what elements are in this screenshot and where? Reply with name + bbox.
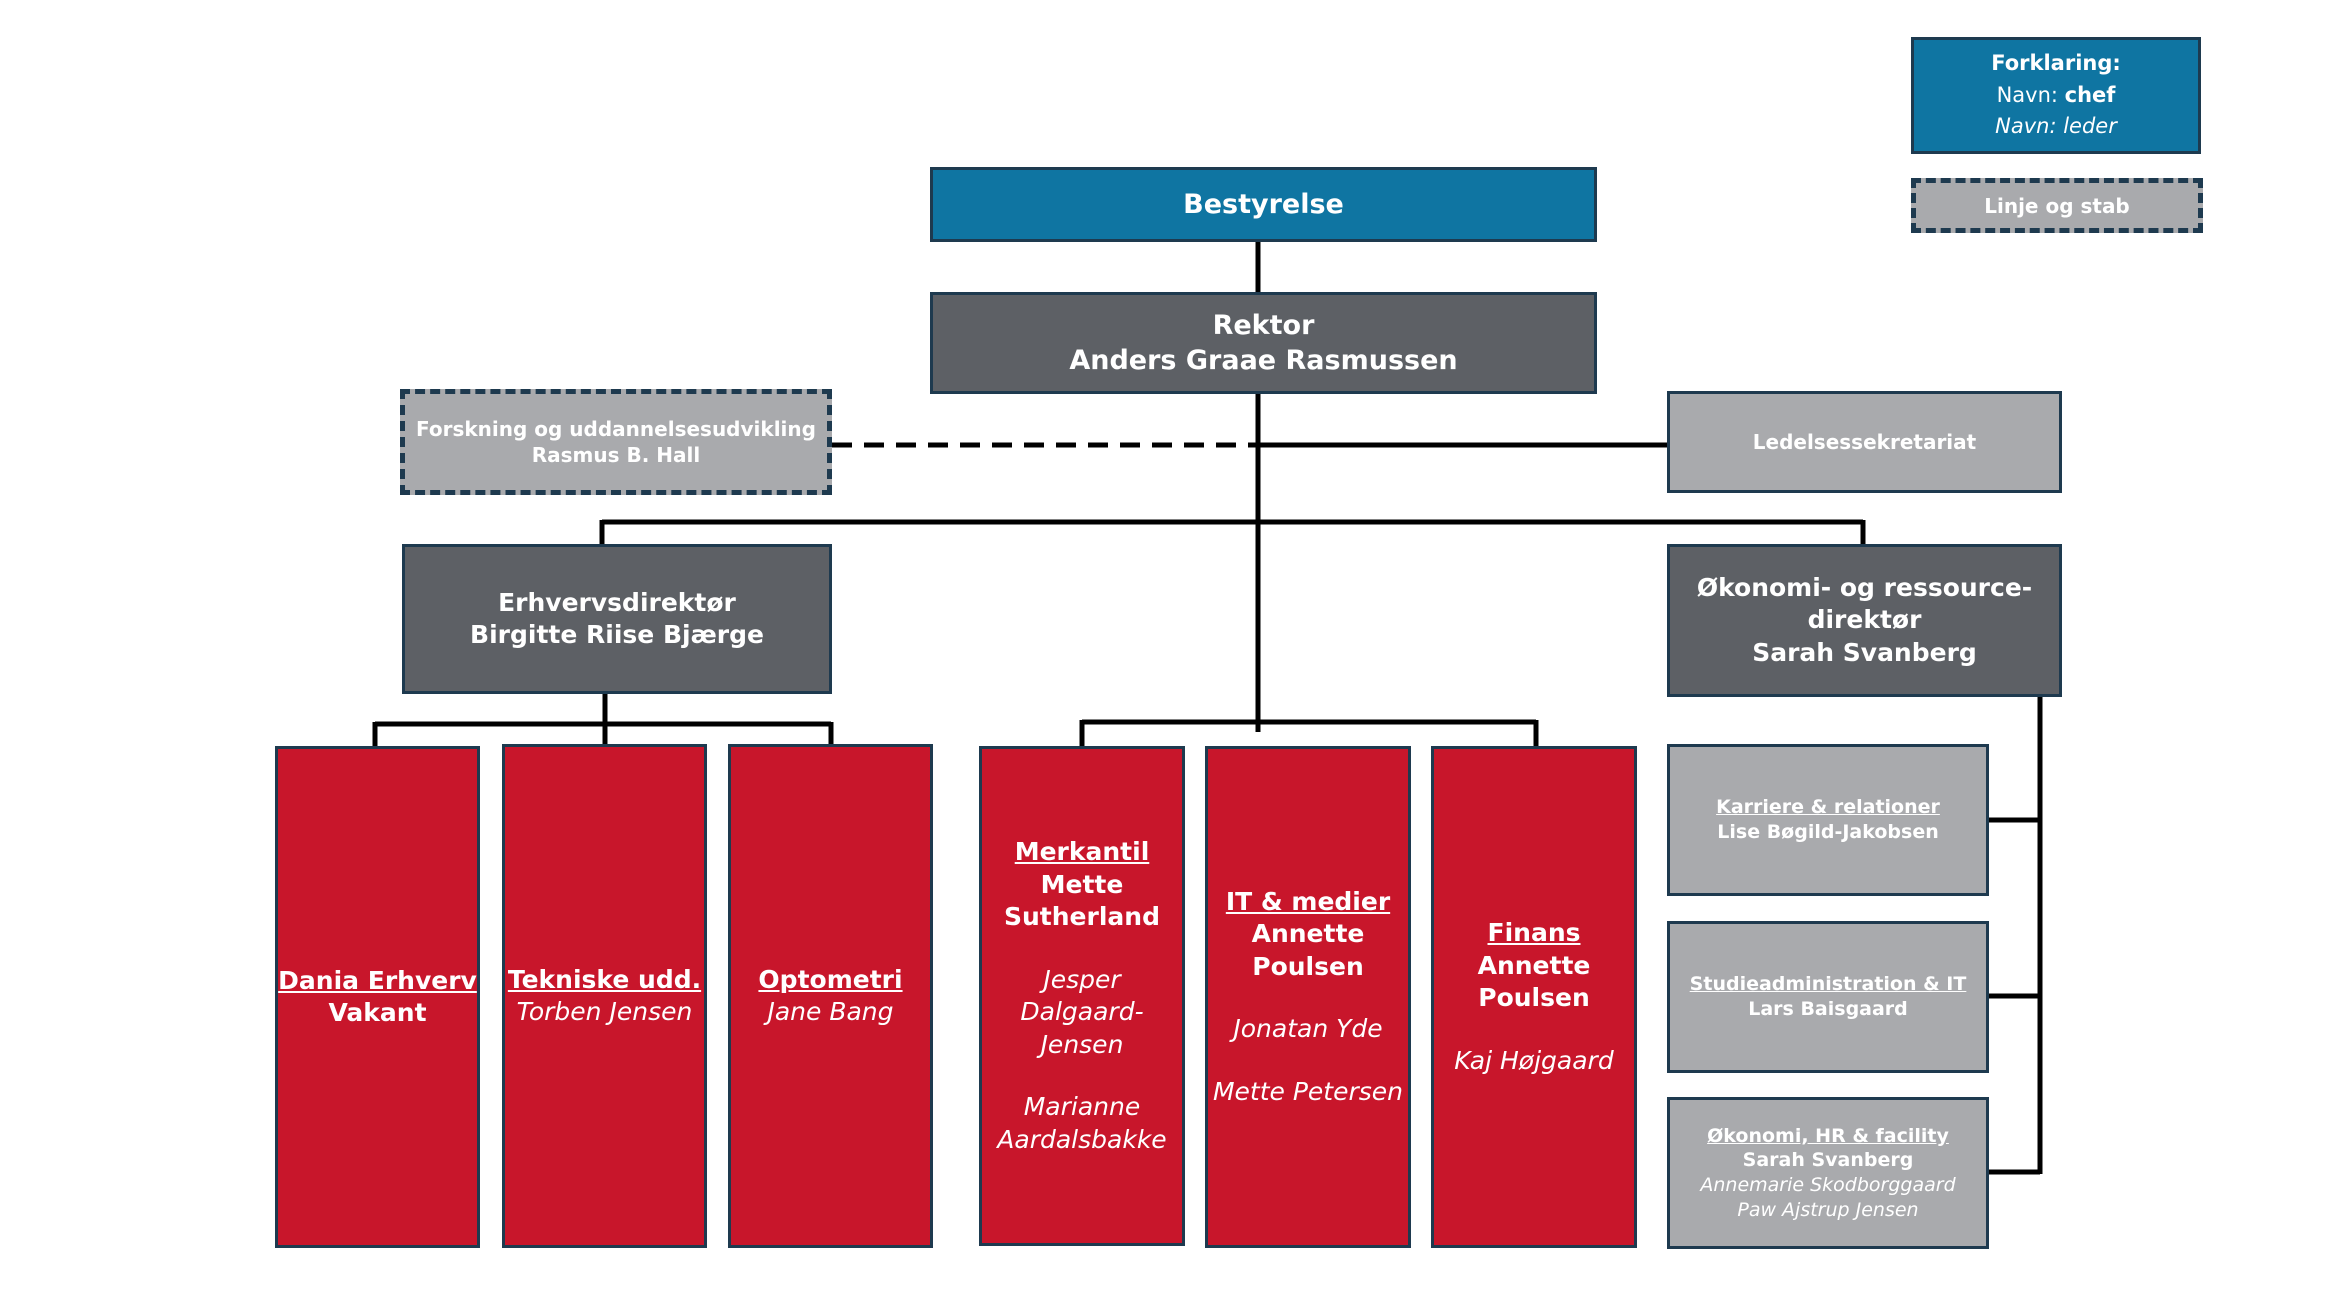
staff-unit-title: Karriere & relationer xyxy=(1716,796,1940,819)
unit-title: Tekniske udd. xyxy=(507,964,702,994)
staff-unit-title: Økonomi, HR & facility xyxy=(1707,1124,1949,1147)
unit-finans: Finans Annette Poulsen Kaj Højgaard xyxy=(1431,746,1637,1248)
secretariat-title: Ledelsessekretariat xyxy=(1752,430,1977,454)
unit-title: IT & medier xyxy=(1225,886,1391,916)
legend-title: Forklaring: xyxy=(1991,51,2121,76)
unit-leader: Aardalsbakke xyxy=(997,1124,1167,1154)
business-director-title: Erhvervsdirektør xyxy=(498,587,736,617)
staff-unit-karriere: Karriere & relationer Lise Bøgild-Jakobs… xyxy=(1667,744,1989,896)
unit-leader: Jensen xyxy=(1040,1029,1124,1059)
secretariat-box: Ledelsessekretariat xyxy=(1667,391,2062,493)
finance-director-title-2: direktør xyxy=(1807,605,1922,635)
business-director-name: Birgitte Riise Bjærge xyxy=(470,620,764,649)
board-box: Bestyrelse xyxy=(930,167,1597,242)
legend-leader: Navn: leder xyxy=(1995,114,2117,139)
staff-unit-studieadministration: Studieadministration & IT Lars Baisgaard xyxy=(1667,921,1989,1073)
unit-title: Finans xyxy=(1487,918,1581,947)
staff-unit-leader: Paw Ajstrup Jensen xyxy=(1737,1198,1919,1221)
rector-title: Rektor xyxy=(1212,309,1315,341)
unit-title: Merkantil xyxy=(1014,837,1150,866)
finance-director-name: Sarah Svanberg xyxy=(1752,637,1977,667)
unit-merkantil: Merkantil Mette Sutherland Jesper Dalgaa… xyxy=(979,746,1185,1246)
unit-leader: Mette Petersen xyxy=(1212,1076,1404,1106)
rector-name: Anders Graae Rasmussen xyxy=(1069,345,1458,376)
staff-unit-chef: Sarah Svanberg xyxy=(1742,1149,1914,1172)
finance-director-box: Økonomi- og ressource- direktør Sarah Sv… xyxy=(1667,544,2062,697)
unit-it-medier: IT & medier Annette Poulsen Jonatan Yde … xyxy=(1205,746,1411,1248)
unit-title: Dania Erhverv xyxy=(278,965,477,995)
finance-director-title-1: Økonomi- og ressource- xyxy=(1696,572,2033,602)
unit-optometri: Optometri Jane Bang xyxy=(728,744,933,1248)
legend-box: Forklaring: Navn: chef Navn: leder xyxy=(1911,37,2201,154)
board-label: Bestyrelse xyxy=(1183,188,1344,220)
research-name: Rasmus B. Hall xyxy=(531,443,701,467)
legend-staff-box: Linje og stab xyxy=(1911,178,2203,233)
unit-chef-line2: Poulsen xyxy=(1252,951,1364,981)
unit-leader: Marianne xyxy=(1023,1092,1141,1121)
research-title: Forskning og uddannelsesudvikling xyxy=(416,417,816,441)
unit-leader: Torben Jensen xyxy=(516,997,693,1026)
unit-chef: Vakant xyxy=(328,998,427,1027)
unit-leader: Kaj Højgaard xyxy=(1454,1045,1614,1075)
staff-unit-leader: Annemarie Skodborggaard xyxy=(1700,1174,1956,1196)
unit-chef-line1: Mette xyxy=(1040,869,1124,899)
legend-chef: Navn: chef xyxy=(1997,80,2116,112)
unit-chef-line1: Annette xyxy=(1251,919,1365,949)
unit-leader: Jonatan Yde xyxy=(1233,1014,1383,1044)
staff-unit-title: Studieadministration & IT xyxy=(1689,973,1967,996)
staff-unit-chef: Lars Baisgaard xyxy=(1748,998,1908,1020)
business-director-box: Erhvervsdirektør Birgitte Riise Bjærge xyxy=(402,544,832,694)
unit-chef-line2: Poulsen xyxy=(1478,983,1590,1012)
unit-title: Optometri xyxy=(758,964,903,994)
research-box: Forskning og uddannelsesudvikling Rasmus… xyxy=(400,389,832,495)
unit-leader: Jane Bang xyxy=(767,997,894,1026)
unit-chef-line2: Sutherland xyxy=(1004,902,1160,931)
legend-staff-label: Linje og stab xyxy=(1984,193,2130,218)
unit-tekniske-udd: Tekniske udd. Torben Jensen xyxy=(502,744,707,1248)
staff-unit-chef: Lise Bøgild-Jakobsen xyxy=(1717,821,1939,843)
legend-chef-prefix: Navn: xyxy=(1996,82,2058,107)
unit-chef-line1: Annette xyxy=(1477,950,1591,980)
staff-unit-oekonomi-hr: Økonomi, HR & facility Sarah Svanberg An… xyxy=(1667,1097,1989,1249)
unit-dania-erhverv: Dania Erhverv Vakant xyxy=(275,746,480,1248)
unit-leader: Dalgaard- xyxy=(1020,997,1144,1026)
legend-chef-word: chef xyxy=(2064,82,2116,107)
rector-box: Rektor Anders Graae Rasmussen xyxy=(930,292,1597,394)
unit-leader: Jesper xyxy=(1043,964,1121,994)
